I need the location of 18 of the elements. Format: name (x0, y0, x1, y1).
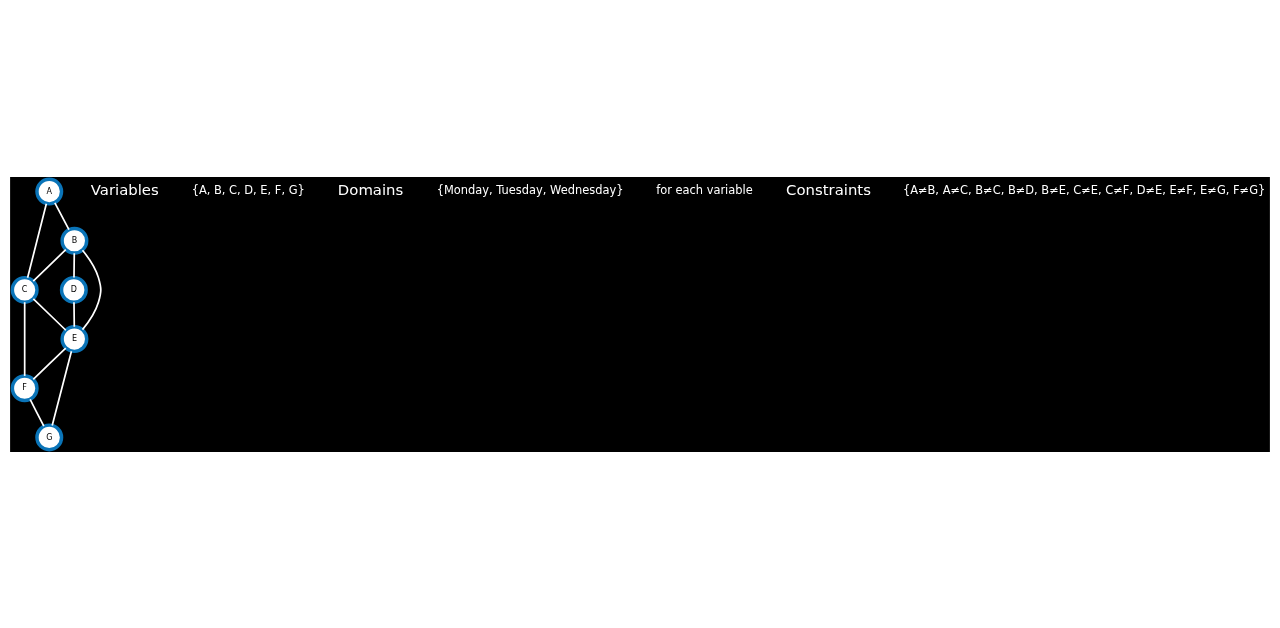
label: {A≠B, A≠C, B≠C, B≠D, B≠E, C≠E, C≠F, D≠E, E≠F, E≠G, F≠G} (902, 182, 1266, 197)
label: {A, B, C, D, E, F, G} (191, 182, 305, 197)
connector (23, 300, 26, 377)
connector (51, 349, 73, 426)
connector (29, 398, 45, 427)
connector (81, 248, 102, 330)
connector (26, 202, 48, 279)
label: for each variable (656, 182, 753, 197)
label: {Monday, Tuesday, Wednesday} (436, 182, 624, 197)
connector (73, 251, 76, 278)
connector (54, 201, 70, 231)
label: Domains (337, 180, 404, 199)
connector (32, 248, 67, 282)
connector (32, 297, 67, 331)
connector (32, 346, 67, 380)
connector (73, 301, 76, 328)
label: Constraints (786, 180, 871, 199)
label: Variables (90, 180, 159, 199)
